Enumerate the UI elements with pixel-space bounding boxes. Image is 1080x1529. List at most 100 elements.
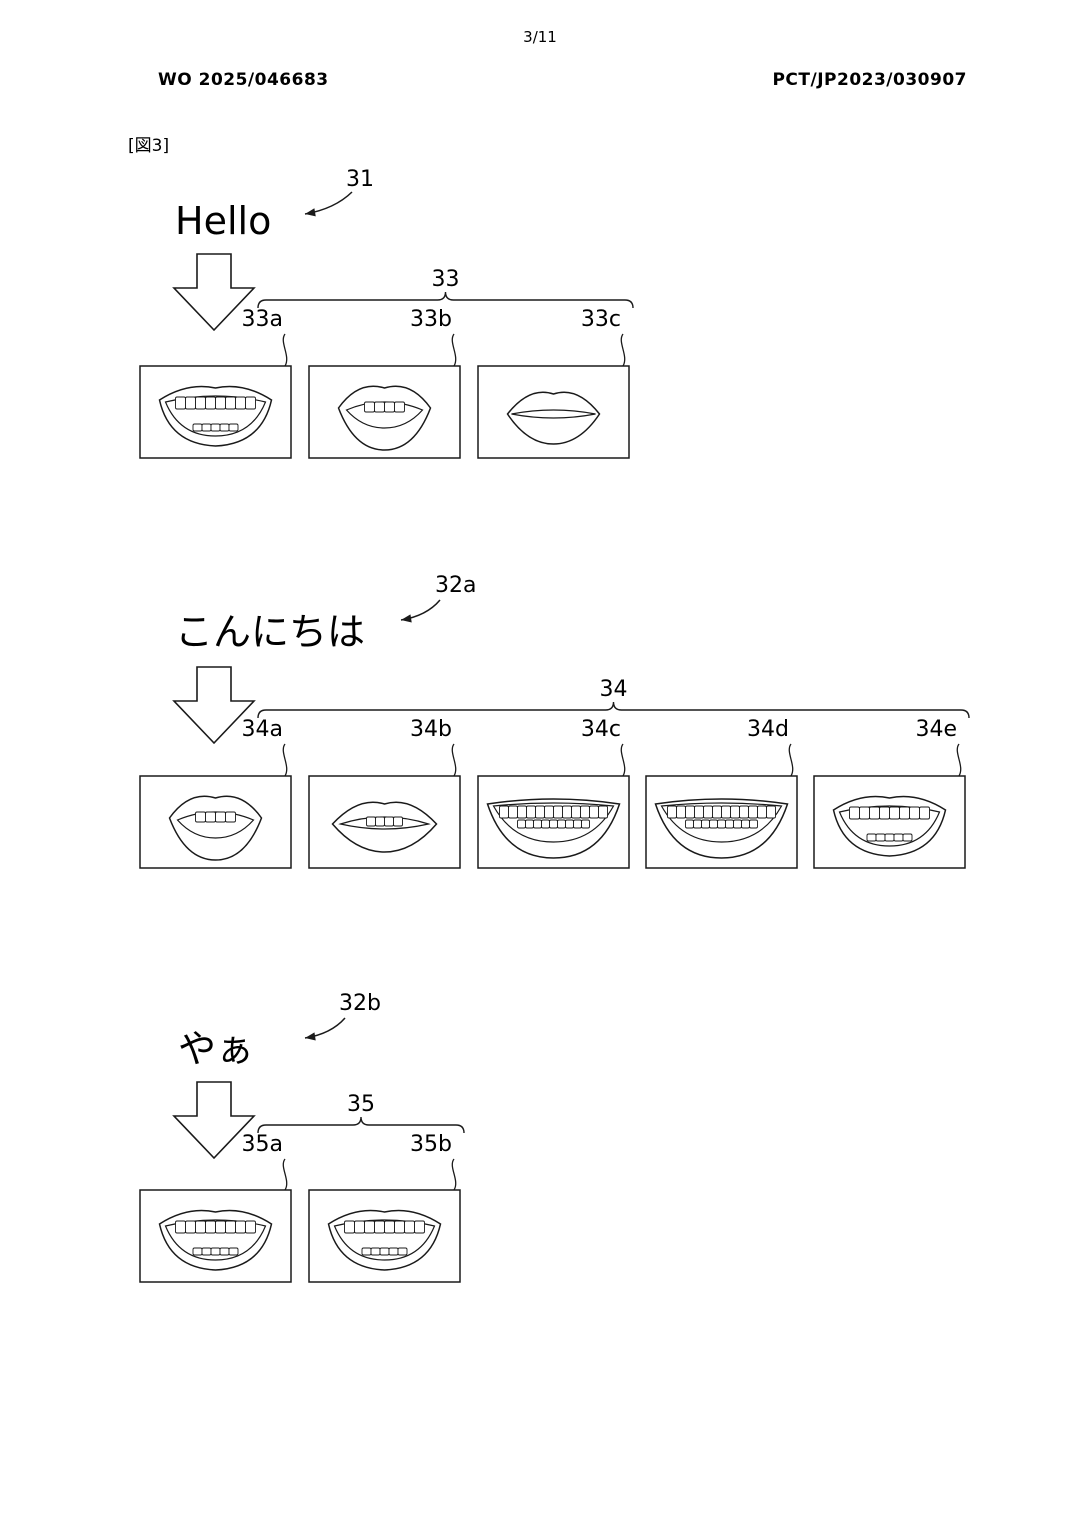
leader-arrowhead-icon [401,614,412,623]
upper-tooth [394,1220,405,1234]
upper-tooth [517,805,527,819]
mouth-frame: 34e [813,717,966,869]
lower-tooth [549,819,558,829]
frame-reference-number: 33a [242,307,283,332]
upper-tooth [739,805,749,819]
lower-tooth [201,1247,212,1256]
leader-arrowhead-icon [305,1032,316,1041]
lower-tooth [693,819,702,829]
upper-tooth [384,1220,395,1234]
lower-tooth [541,819,550,829]
upper-tooth [364,401,375,413]
upper-tooth [580,805,590,819]
upper-tooth [225,811,236,823]
upper-tooth [869,806,880,820]
upper-tooth [366,816,376,827]
upper-tooth [909,806,920,820]
lower-tooth [581,819,590,829]
upper-tooth [235,1220,246,1234]
upper-tooth [721,805,731,819]
upper-tooth [562,805,572,819]
mouth-frame: 33c [477,307,630,459]
upper-tooth [899,806,910,820]
frame-reference-number: 34a [242,717,283,742]
upper-tooth [394,401,405,413]
application-number: PCT/JP2023/030907 [772,70,967,90]
lower-tooth [379,1247,390,1256]
frame-reference-number: 35a [242,1132,283,1157]
lower-tooth [361,1247,372,1256]
upper-tooth [404,1220,415,1234]
mouth-frame: 34b [308,717,461,869]
lower-tooth [192,1247,203,1256]
lower-tooth [533,819,542,829]
upper-tooth [205,396,216,410]
lower-tooth [902,833,913,842]
reference-leader [620,333,626,367]
lower-tooth [517,819,526,829]
spoken-word: Hello [175,199,271,243]
frame-reference-number: 33b [410,307,452,332]
upper-tooth [215,1220,226,1234]
upper-tooth [364,1220,375,1234]
lower-tooth [210,1247,221,1256]
lower-tooth [219,1247,230,1256]
set-reference-number: 35 [347,1092,375,1117]
lower-tooth [210,423,221,432]
upper-tooth [526,805,536,819]
upper-tooth [175,396,186,410]
mouth-frame: 34d [645,717,798,869]
upper-tooth [375,816,385,827]
lower-tooth [565,819,574,829]
frame-reference-number: 34d [747,717,789,742]
grouping-brace [257,701,970,719]
upper-tooth [508,805,518,819]
down-arrow-icon [172,253,256,332]
lower-tooth [733,819,742,829]
upper-tooth [859,806,870,820]
reference-leader [282,333,288,367]
upper-tooth [175,1220,186,1234]
lower-tooth [228,1247,239,1256]
upper-tooth [354,1220,365,1234]
upper-tooth [667,805,677,819]
reference-leader [788,743,794,777]
upper-tooth [589,805,599,819]
upper-tooth [384,816,394,827]
lower-tooth [525,819,534,829]
upper-tooth [195,1220,206,1234]
upper-tooth [544,805,554,819]
mouth-frame: 34a [139,717,292,869]
mouth-frame: 34c [477,717,630,869]
down-arrow-icon [172,1081,256,1160]
lower-tooth [749,819,758,829]
publication-number: WO 2025/046683 [158,70,329,90]
upper-tooth [215,396,226,410]
reference-leader [620,743,626,777]
lower-tooth [397,1247,408,1256]
lower-tooth [201,423,212,432]
lower-tooth [866,833,877,842]
upper-tooth [235,396,246,410]
mouth-frame: 35b [308,1132,461,1283]
down-arrow-icon [172,666,256,745]
upper-tooth [374,1220,385,1234]
upper-tooth [205,811,216,823]
upper-tooth [195,811,206,823]
upper-tooth [225,396,236,410]
mouth-frame: 33a [139,307,292,459]
frame-reference-number: 35b [410,1132,452,1157]
upper-tooth [676,805,686,819]
reference-leader [451,333,457,367]
upper-tooth [879,806,890,820]
upper-tooth [245,1220,256,1234]
upper-tooth [393,816,403,827]
word-reference-number: 31 [346,167,374,192]
upper-tooth [414,1220,425,1234]
grouping-brace [257,291,634,309]
set-reference-number: 34 [600,677,628,702]
upper-tooth [694,805,704,819]
spoken-word: やぁ [178,1027,254,1071]
